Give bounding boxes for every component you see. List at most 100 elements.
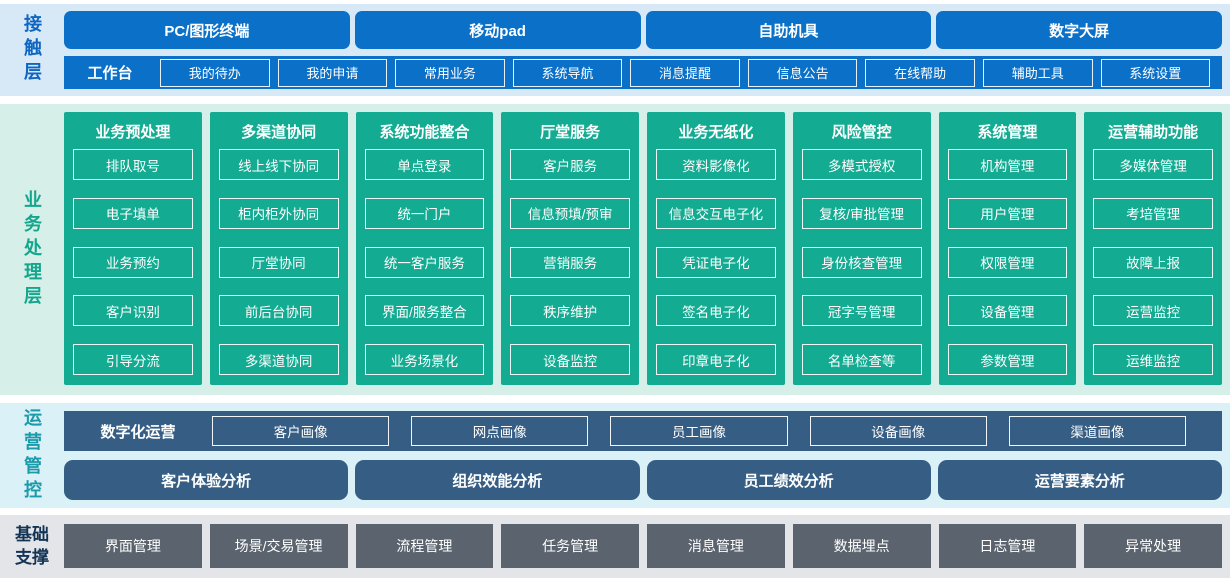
workbench-item: 我的待办 [160,58,270,87]
module-column-title: 风险管控 [831,124,892,141]
module-items: 多模式授权 复核/审批管理 身份核查管理 冠字号管理 名单检查等 [801,149,922,375]
module-column-paperless: 业务无纸化 资料影像化 信息交互电子化 凭证电子化 签名电子化 印章电子化 [647,112,785,385]
foundation-item: 界面管理 [64,524,202,568]
foundation-layer: 基础支撑 界面管理 场景/交易管理 流程管理 任务管理 消息管理 数据埋点 日志… [0,515,1230,578]
module-item: 参数管理 [947,344,1068,375]
workbench-item: 消息提醒 [630,58,740,87]
workbench-item: 我的申请 [277,58,388,87]
module-item: 统一门户 [364,197,485,229]
operation-layer: 运营管控 数字化运营 客户画像 网点画像 员工画像 设备画像 渠道画像 客户体验… [0,403,1230,508]
module-item: 信息预填/预审 [510,197,630,229]
workbench-label: 工作台 [87,65,133,82]
module-item: 考培管理 [1093,197,1213,229]
workbench-item: 系统设置 [1100,58,1211,87]
portrait-item: 客户画像 [212,416,390,446]
operation-layer-label-wrap: 运营管控 [0,403,64,508]
module-column-sysadmin: 系统管理 机构管理 用户管理 权限管理 设备管理 参数管理 [938,112,1077,385]
module-column-title: 运营辅助功能 [1108,124,1199,141]
workbench-item: 在线帮助 [865,58,975,87]
module-item: 故障上报 [1093,246,1213,278]
channel-box-pad: 移动pad [354,11,641,49]
module-item: 单点登录 [364,149,485,180]
module-item: 业务场景化 [364,344,485,375]
module-column-hall-service: 厅堂服务 客户服务 信息预填/预审 营销服务 秩序维护 设备监控 [501,112,639,385]
foundation-item: 消息管理 [647,524,785,568]
workbench-item: 常用业务 [395,58,505,87]
foundation-item: 日志管理 [938,524,1077,568]
module-item: 印章电子化 [656,344,776,375]
module-item: 身份核查管理 [801,246,922,278]
module-items: 资料影像化 信息交互电子化 凭证电子化 签名电子化 印章电子化 [656,149,776,375]
module-column-ops-aux: 运营辅助功能 多媒体管理 考培管理 故障上报 运营监控 运维监控 [1084,112,1222,385]
contact-layer: 接触层 PC/图形终端 移动pad 自助机具 数字大屏 工作台 我的待办 我的申… [0,4,1230,96]
module-items: 排队取号 电子填单 业务预约 客户识别 引导分流 [73,149,193,375]
module-item: 厅堂协同 [218,246,339,278]
business-layer-label: 业务处理层 [22,189,42,310]
module-item: 运维监控 [1093,344,1213,375]
module-column-integration: 系统功能整合 单点登录 统一门户 统一客户服务 界面/服务整合 业务场景化 [355,112,494,385]
module-column-title: 业务预处理 [95,124,171,141]
module-item: 冠字号管理 [801,295,922,327]
contact-layer-content: PC/图形终端 移动pad 自助机具 数字大屏 工作台 我的待办 我的申请 常用… [64,4,1230,96]
business-layer-content: 业务预处理 排队取号 电子填单 业务预约 客户识别 引导分流 多渠道协同 线上线… [64,104,1230,395]
channel-box-pc: PC/图形终端 [64,11,350,49]
module-items: 单点登录 统一门户 统一客户服务 界面/服务整合 业务场景化 [364,149,485,375]
foundation-item: 任务管理 [501,524,639,568]
module-column-risk: 风险管控 多模式授权 复核/审批管理 身份核查管理 冠字号管理 名单检查等 [792,112,931,385]
analysis-box: 客户体验分析 [64,460,349,500]
channel-box-selfservice: 自助机具 [645,11,932,49]
module-item: 机构管理 [947,149,1068,180]
module-item: 线上线下协同 [218,149,339,180]
module-item: 多媒体管理 [1093,149,1213,180]
module-item: 名单检查等 [801,344,922,375]
contact-layer-label: 接触层 [22,14,42,86]
module-item: 信息交互电子化 [656,197,776,229]
module-item: 设备管理 [947,295,1068,327]
portrait-item: 网点画像 [411,416,589,446]
module-column-multichannel: 多渠道协同 线上线下协同 柜内柜外协同 厅堂协同 前后台协同 多渠道协同 [209,112,348,385]
business-layer: 业务处理层 业务预处理 排队取号 电子填单 业务预约 客户识别 引导分流 多渠道… [0,104,1230,395]
foundation-layer-content: 界面管理 场景/交易管理 流程管理 任务管理 消息管理 数据埋点 日志管理 异常… [64,515,1230,578]
module-item: 前后台协同 [218,295,339,327]
module-items: 线上线下协同 柜内柜外协同 厅堂协同 前后台协同 多渠道协同 [218,149,339,375]
module-item: 统一客户服务 [364,246,485,278]
foundation-item: 异常处理 [1084,524,1222,568]
module-column-preprocess: 业务预处理 排队取号 电子填单 业务预约 客户识别 引导分流 [64,112,202,385]
module-item: 设备监控 [510,344,630,375]
analysis-box: 运营要素分析 [937,460,1222,500]
module-item: 资料影像化 [656,149,776,180]
module-item: 业务预约 [73,246,193,278]
module-item: 凭证电子化 [656,246,776,278]
module-item: 多渠道协同 [218,344,339,375]
foundation-layer-label-wrap: 基础支撑 [0,515,64,578]
module-column-title: 多渠道协同 [241,124,317,141]
workbench-item: 辅助工具 [982,58,1093,87]
module-item: 签名电子化 [656,295,776,327]
module-column-title: 厅堂服务 [540,124,601,141]
foundation-item: 流程管理 [355,524,494,568]
channel-row: PC/图形终端 移动pad 自助机具 数字大屏 [64,11,1222,49]
digital-operation-bar: 数字化运营 客户画像 网点画像 员工画像 设备画像 渠道画像 [64,411,1222,451]
digital-operation-label: 数字化运营 [100,423,176,441]
module-item: 用户管理 [947,197,1068,229]
analysis-box: 组织效能分析 [355,460,640,500]
operation-layer-label: 运营管控 [22,407,42,504]
module-item: 电子填单 [73,197,193,229]
module-items: 多媒体管理 考培管理 故障上报 运营监控 运维监控 [1093,149,1213,375]
module-item: 营销服务 [510,246,630,278]
contact-layer-label-wrap: 接触层 [0,4,64,96]
analysis-box: 员工绩效分析 [646,460,931,500]
module-item: 界面/服务整合 [364,295,485,327]
module-items: 机构管理 用户管理 权限管理 设备管理 参数管理 [947,149,1068,375]
module-item: 引导分流 [73,344,193,375]
module-item: 复核/审批管理 [801,197,922,229]
module-item: 秩序维护 [510,295,630,327]
business-layer-label-wrap: 业务处理层 [0,104,64,395]
module-column-title: 系统功能整合 [379,124,470,141]
module-item: 柜内柜外协同 [218,197,339,229]
portrait-item: 设备画像 [809,416,987,446]
module-item: 客户识别 [73,295,193,327]
module-item: 排队取号 [73,149,193,180]
module-item: 权限管理 [947,246,1068,278]
portrait-item: 渠道画像 [1008,416,1187,446]
